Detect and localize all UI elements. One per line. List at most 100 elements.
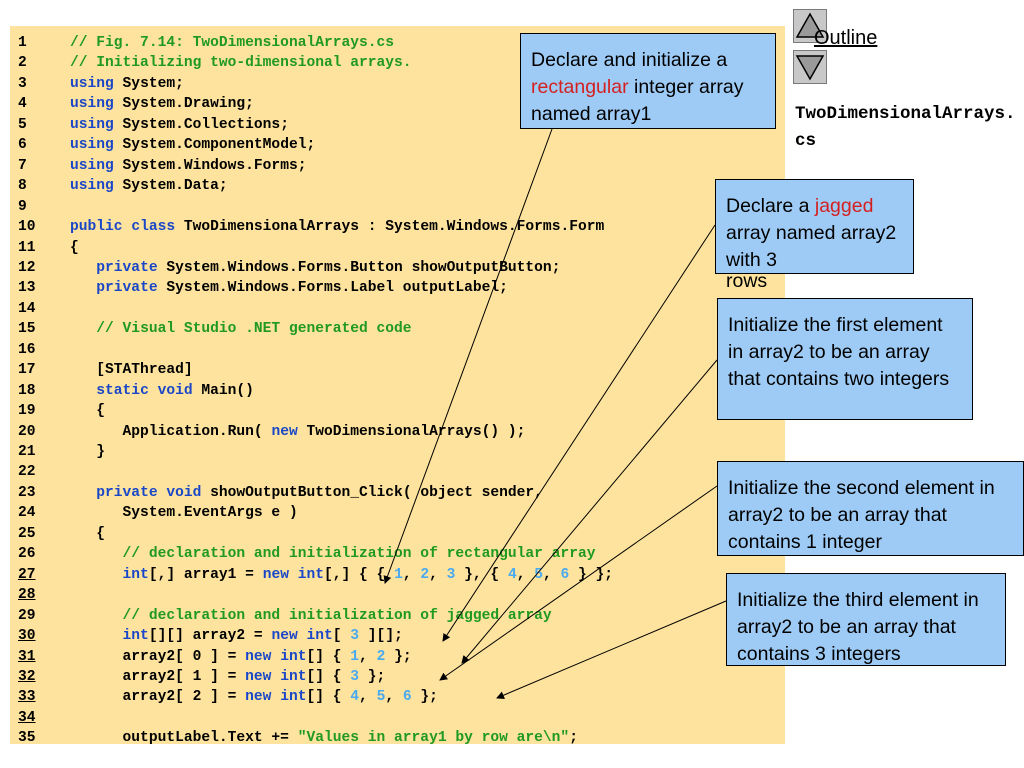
line-number: 17 [18, 362, 36, 379]
code-token: void [166, 484, 202, 501]
line-number: 20 [18, 423, 36, 440]
callout-text: Declare and initialize a [531, 49, 728, 71]
callout-overflow-text: rows [726, 270, 768, 292]
code-token: // declaration and initialization of jag… [122, 607, 552, 624]
code-text: array2[ 2 ] = new int[] { 4, 5, 6 }; [70, 687, 438, 707]
callout-highlight: jagged [814, 195, 874, 217]
code-token: , [543, 566, 561, 583]
code-token: ][]; [359, 628, 403, 645]
code-token: int [280, 689, 307, 706]
code-token: "Values in array1 by row are\n" [297, 730, 570, 747]
code-token [123, 219, 132, 235]
line-number: 15 [18, 321, 36, 338]
code-token: using [70, 75, 114, 92]
code-token: // declaration and initialization of rec… [122, 546, 596, 563]
code-token: array2[ 1 ] = [70, 668, 246, 685]
line-number: 33 [18, 689, 36, 706]
code-token: int [122, 566, 149, 583]
line-number: 25 [18, 525, 36, 542]
code-text: [STAThread] [70, 360, 192, 380]
code-token: , [385, 689, 403, 706]
code-token: new [262, 566, 289, 583]
code-token: Main() [192, 382, 254, 399]
code-token: void [157, 382, 193, 399]
callout-first-element: Initialize the first element in array2 t… [717, 298, 973, 420]
code-token: TwoDimensionalArrays() ); [297, 423, 526, 440]
line-number: 5 [18, 116, 27, 133]
line-number: 21 [18, 444, 36, 460]
code-token: , [359, 648, 377, 665]
code-token: , [516, 566, 535, 583]
code-token [70, 546, 123, 562]
code-text: using System.Collections; [70, 115, 289, 135]
code-text: static void Main() [70, 381, 254, 401]
code-token: public [70, 219, 123, 236]
code-token: [] { [306, 689, 351, 706]
line-number: 23 [18, 484, 36, 501]
code-token: [,] array1 = [148, 566, 263, 583]
callout-second-element: Initialize the second element in array2 … [717, 461, 1024, 556]
code-token: outputLabel.Text += [70, 730, 298, 747]
callout-text: integer array named array1 [531, 76, 744, 125]
code-token: [] { [306, 668, 351, 685]
code-token: 4 [507, 566, 517, 583]
line-number: 19 [18, 403, 36, 420]
callout-text: Initialize the first element in array2 t… [728, 314, 950, 390]
code-text: using System.ComponentModel; [70, 135, 315, 155]
code-text: public class TwoDimensionalArrays : Syst… [70, 217, 604, 237]
code-token: int [280, 648, 307, 665]
code-token: showOutputButton_Click( object sender, [201, 484, 543, 501]
code-token [271, 689, 280, 705]
code-token: System.Drawing; [113, 96, 254, 113]
line-number: 30 [18, 628, 36, 645]
previous-slide-button[interactable] [793, 9, 827, 43]
code-token: // Fig. 7.14: TwoDimensionalArrays.cs [70, 35, 395, 51]
code-text: private System.Windows.Forms.Label outpu… [70, 278, 508, 298]
code-token: { [70, 239, 79, 256]
line-number: 34 [18, 709, 36, 726]
code-token: }; [385, 648, 412, 665]
line-number: 28 [18, 587, 36, 604]
line-number: 9 [18, 198, 27, 215]
code-text: { [70, 524, 105, 544]
line-number: 22 [18, 464, 36, 481]
code-text: System.EventArgs e ) [70, 503, 298, 523]
code-token: 3 [350, 668, 360, 685]
outline-link[interactable]: Outline [814, 27, 878, 49]
code-text: using System.Windows.Forms; [70, 156, 306, 176]
code-token [70, 608, 123, 624]
code-text: // Visual Studio .NET generated code [70, 319, 412, 339]
code-text: // declaration and initialization of jag… [70, 606, 552, 626]
line-number: 29 [18, 607, 36, 624]
code-token: , [359, 689, 377, 706]
code-token: new [245, 648, 272, 665]
code-token: System.Windows.Forms.Button showOutputBu… [157, 259, 561, 276]
code-token [70, 280, 96, 296]
code-token [70, 567, 123, 583]
code-text: using System; [70, 74, 184, 94]
line-number: 8 [18, 178, 27, 195]
code-token: private [96, 280, 158, 297]
code-token: { [70, 403, 106, 420]
next-slide-button[interactable] [793, 50, 827, 84]
code-token: } }; [569, 566, 614, 583]
code-text: array2[ 1 ] = new int[] { 3 }; [70, 667, 386, 687]
callout-text: Declare a [726, 195, 815, 217]
code-token: } [70, 444, 106, 460]
code-token: System.Windows.Forms.Label outputLabel; [157, 280, 508, 297]
code-token: [ [332, 628, 351, 645]
callout-text: array named array2 with 3 [726, 222, 897, 271]
code-token: using [70, 178, 114, 195]
code-text: } [70, 442, 105, 462]
line-number: 14 [18, 300, 36, 317]
callout-text: Initialize the second element in array2 … [728, 477, 995, 553]
code-token: 1 [350, 648, 360, 665]
code-token: // Initializing two-dimensional arrays. [70, 55, 412, 72]
code-text: private void showOutputButton_Click( obj… [70, 483, 543, 503]
code-token: // Visual Studio .NET generated code [96, 321, 412, 338]
line-number: 27 [18, 566, 36, 583]
code-token [70, 485, 96, 501]
code-text: { [70, 401, 105, 421]
callout-highlight: rectangular [531, 76, 629, 98]
code-token: 3 [350, 628, 360, 645]
